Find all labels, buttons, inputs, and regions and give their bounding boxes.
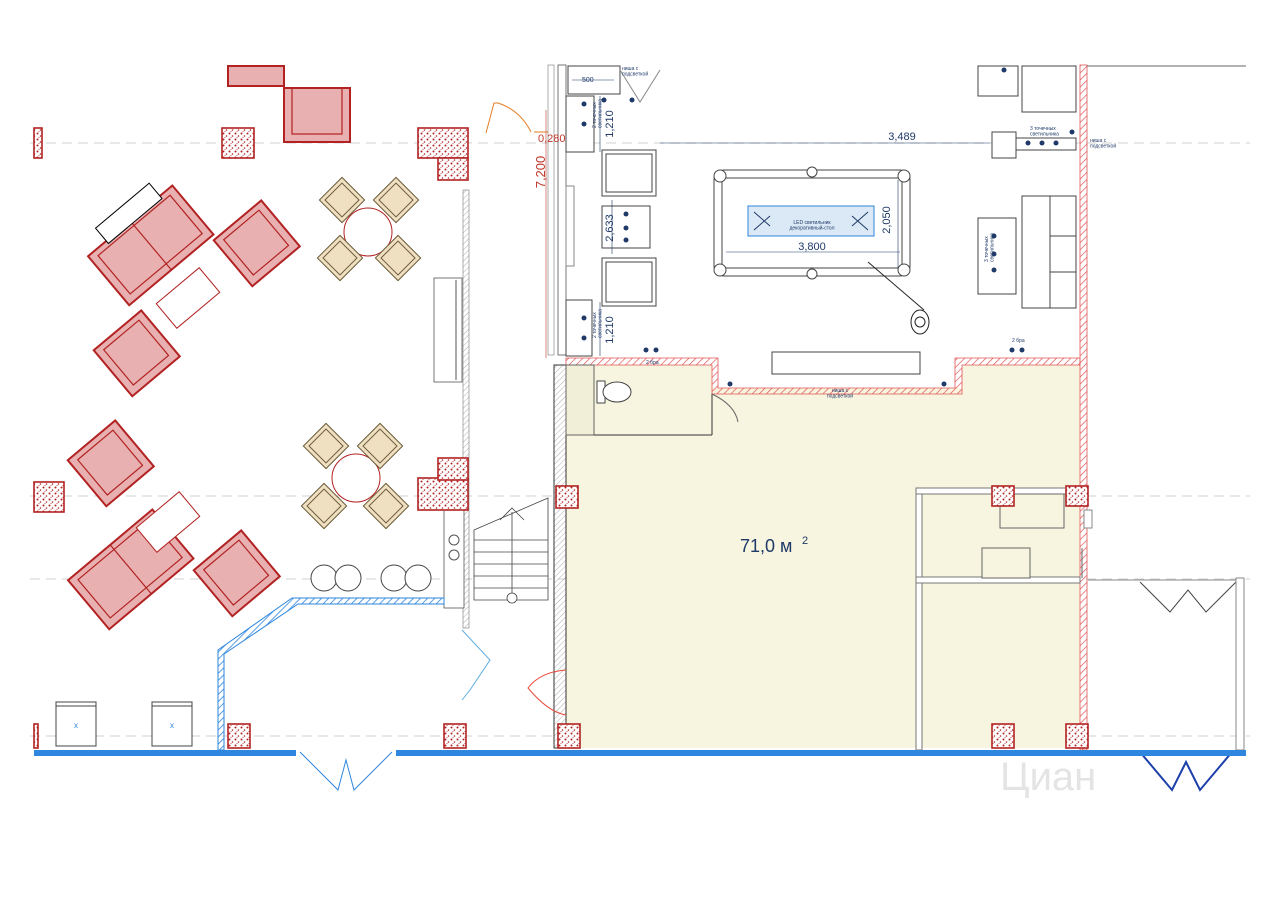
watermark: Циан [1000,755,1096,799]
note-sconce-right-mid: 3 точечныхсветильника [984,233,996,262]
corridor-walls [433,189,470,629]
glass-facade [34,597,1246,756]
billiard-room-walls [547,64,1246,751]
billiard-player [910,309,930,335]
doors [299,102,1245,792]
dim-7200: 7,200 [533,156,548,189]
svg-text:x: x [170,721,174,730]
note-sconce-bottom: 2 точечныхсветильника [592,309,604,338]
note-small-left: 2 бра [646,360,659,366]
dining-set-bottom [300,422,410,530]
dim-0280: 0,280 [538,133,566,145]
staircase [473,497,549,604]
side-cabinets: x x [55,701,193,747]
svg-text:x: x [74,721,78,730]
dim-1210-top: 1,210 [604,110,616,138]
dimension-lines [545,79,990,358]
note-small-right: 2 бра [1012,338,1025,344]
room-area-label: 71,0 м [740,536,792,556]
dim-1210-bottom: 1,210 [604,316,616,344]
dim-500: 500 [582,77,594,84]
lamp-dots [581,67,1075,387]
dim-3800: 3,800 [798,241,826,253]
coffee-tables [94,182,221,553]
dim-3489: 3,489 [888,131,916,143]
dim-2050: 2,050 [881,206,893,234]
billiard-seating [565,65,1077,375]
dim-2633: 2,633 [604,214,616,242]
dining-set-top [316,176,422,282]
watermark-text: Циан [1000,755,1096,799]
lounge-furniture [66,65,351,631]
main-room-walls [553,364,1093,751]
round-stools [310,564,432,592]
main-room [566,365,1080,748]
toilet [596,380,632,404]
billiard-table [713,166,925,311]
columns [33,127,1089,749]
room-area-superscript: 2 [802,535,808,547]
note-sconce-top: 2 точечныхсветильника [592,99,604,128]
